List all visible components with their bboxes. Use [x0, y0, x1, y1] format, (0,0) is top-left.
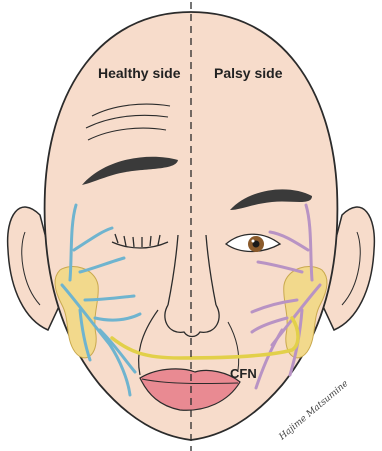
artist-signature: Hajime Matsumine: [277, 379, 351, 443]
palsy-side-label: Palsy side: [214, 65, 283, 81]
healthy-side-label: Healthy side: [98, 65, 181, 81]
cfn-label: CFN: [230, 366, 257, 381]
